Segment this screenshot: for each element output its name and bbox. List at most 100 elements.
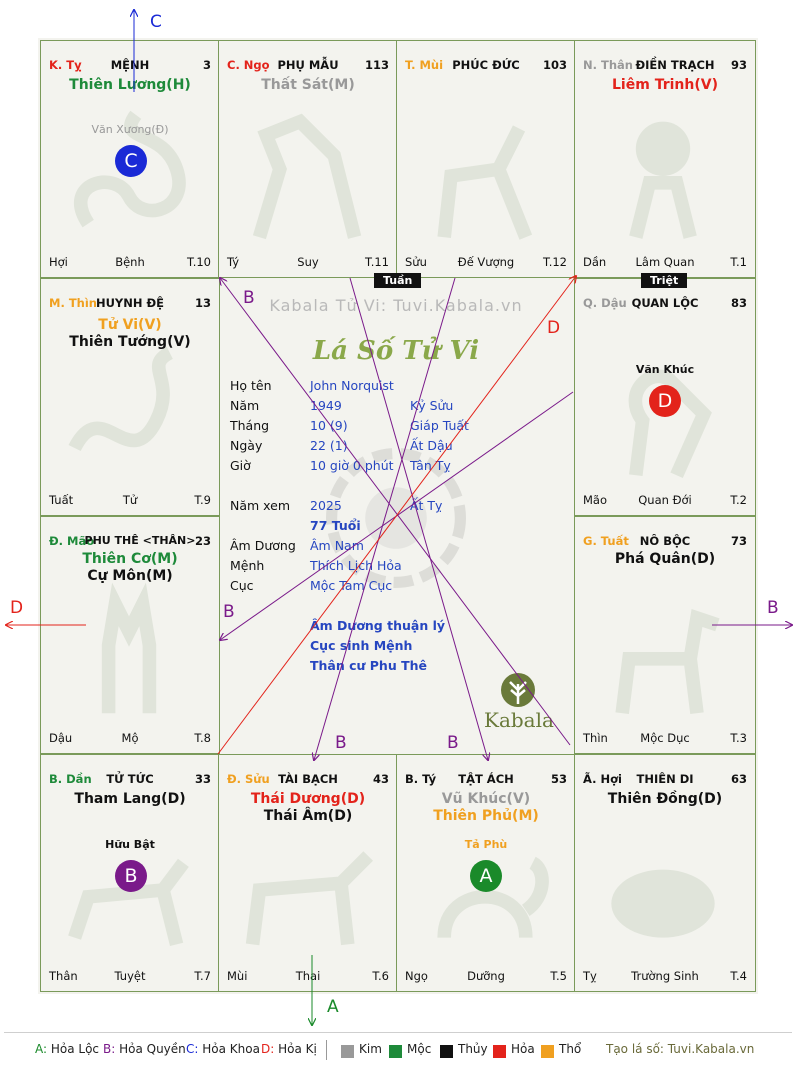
major-star: Thiên Cơ(M)	[82, 551, 178, 567]
dragon-icon	[68, 346, 174, 452]
palace-age: T.6	[372, 969, 389, 983]
info-value: 2025	[310, 498, 342, 513]
palace-menh[interactable]: K. Tỵ MỆNH 3 Thiên Lương(H) Văn Xương(Đ)…	[40, 40, 220, 278]
palace-stage: Thân	[49, 969, 78, 983]
palace-can: Đ. Sửu	[227, 772, 270, 786]
cat-icon	[101, 582, 157, 714]
palace-state: Quan Đới	[638, 493, 692, 507]
info-label: Giờ	[230, 458, 251, 473]
arrow-label-b: B	[223, 602, 235, 622]
major-star: Thiên Phủ(M)	[433, 808, 539, 824]
palace-phu-mau[interactable]: C. Ngọ PHỤ MẪU 113 Thất Sát(M) Tý Suy T.…	[218, 40, 398, 278]
legend-hoa-loc: A: Hỏa Lộc	[35, 1042, 100, 1056]
arrow-label-d: D	[10, 598, 24, 618]
info-note: Thân cư Phu Thê	[310, 658, 427, 673]
major-star: Tham Lang(D)	[74, 791, 186, 807]
palace-can: B. Tý	[405, 772, 437, 786]
palace-age: T.8	[194, 731, 211, 745]
palace-stage: Hợi	[49, 255, 68, 269]
brand-title: Lá Số Tử Vi	[312, 336, 480, 366]
palace-number: 23	[194, 534, 211, 548]
palace-can: M. Thìn	[49, 296, 97, 310]
palace-age: T.12	[543, 255, 567, 269]
legend-divider	[4, 1032, 792, 1033]
palace-age: T.3	[730, 731, 747, 745]
palace-stage: Dần	[583, 255, 607, 269]
palace-huynh-de[interactable]: M. Thìn HUYNH ĐỆ 13 Tử Vi(V) Thiên Tướng…	[40, 278, 220, 516]
palace-can: C. Ngọ	[227, 58, 270, 72]
palace-thien-di[interactable]: Ã. Hợi THIÊN DI 63 Thiên Đồng(D) Tỵ Trườ…	[574, 754, 756, 992]
palace-age: T.11	[365, 255, 389, 269]
palace-phu-the[interactable]: Đ. Mão PHU THÊ <THÂN> 23 Thiên Cơ(M) Cự …	[40, 516, 220, 754]
hoa-loc-badge: A	[470, 860, 502, 892]
palace-name: QUAN LỘC	[631, 296, 699, 310]
hoa-khoa-badge: C	[115, 145, 147, 177]
rooster-icon	[628, 369, 712, 478]
info-value: Tân Tỵ	[410, 458, 451, 473]
palace-can: T. Mùi	[405, 58, 444, 72]
palace-no-boc[interactable]: G. Tuất NÔ BỘC 73 Phá Quân(D) Thìn Mộc D…	[574, 516, 756, 754]
info-value: Ất Dậu	[410, 438, 453, 453]
info-value: Kỷ Sửu	[410, 398, 454, 413]
major-star: Thiên Lương(H)	[69, 77, 191, 93]
hoa-ki-badge: D	[649, 385, 681, 417]
palace-state: Trường Sinh	[631, 969, 699, 983]
kabala-logo-text: Kabala	[484, 708, 554, 732]
palace-tu-tuc[interactable]: B. Dần TỬ TỨC 33 Tham Lang(D) Hữu Bật B …	[40, 754, 220, 992]
palace-state: Mộc Dục	[640, 731, 690, 745]
minor-star: Hữu Bật	[105, 838, 155, 851]
major-star: Thiên Đồng(D)	[607, 791, 723, 807]
arrow-label-d: D	[547, 318, 561, 338]
palace-stage: Mão	[583, 493, 608, 507]
kim-swatch	[341, 1045, 354, 1058]
palace-name: PHỤ MẪU	[277, 58, 339, 72]
minor-star: Văn Khúc	[635, 363, 695, 376]
rat-icon	[437, 856, 549, 939]
triet-tag: Triệt	[641, 273, 688, 288]
arrow-label-b: B	[767, 598, 779, 618]
palace-state: Tử	[122, 493, 138, 507]
arrow-label-b: B	[335, 733, 347, 753]
palace-dien-trach[interactable]: N. Thân ĐIỀN TRẠCH 93 Liêm Trinh(V) Dần …	[574, 40, 756, 278]
palace-name: NÔ BỘC	[639, 534, 691, 548]
info-label: Năm	[230, 398, 260, 413]
info-label: Âm Dương	[230, 538, 296, 553]
palace-age: T.2	[730, 493, 747, 507]
site-link[interactable]: Tạo lá số: Tuvi.Kabala.vn	[606, 1042, 755, 1056]
palace-age: T.9	[194, 493, 211, 507]
info-value: Ất Tỵ	[410, 498, 443, 513]
palace-state: Lâm Quan	[635, 255, 695, 269]
palace-name: THIÊN DI	[636, 772, 694, 786]
palace-phuc-duc[interactable]: T. Mùi PHÚC ĐỨC 103 Sửu Đế Vượng T.12	[396, 40, 576, 278]
kabala-logo-icon	[501, 673, 535, 707]
dog-icon	[615, 609, 720, 715]
palace-can: Q. Dậu	[583, 296, 627, 310]
legend-tho: Thổ	[559, 1042, 582, 1056]
info-label: Cục	[230, 578, 254, 593]
palace-state: Tuyệt	[114, 969, 146, 983]
legend-separator	[326, 1040, 327, 1060]
info-value: 22 (1)	[310, 438, 348, 453]
info-value: John Norquist	[310, 378, 394, 393]
palace-stage: Tý	[227, 255, 240, 269]
palace-number: 53	[550, 772, 567, 786]
palace-can: K. Tỵ	[49, 58, 82, 72]
monkey-icon	[629, 121, 697, 239]
palace-quan-loc[interactable]: Q. Dậu QUAN LỘC 83 Văn Khúc D Mão Quan Đ…	[574, 278, 756, 516]
info-value: Thích Lịch Hỏa	[310, 558, 402, 573]
legend-hoa-khoa: C: Hỏa Khoa	[186, 1042, 260, 1056]
palace-number: 63	[730, 772, 747, 786]
tiger-icon	[68, 858, 189, 947]
palace-tai-bach[interactable]: Đ. Sửu TÀI BẠCH 43 Thái Dương(D) Thái Âm…	[218, 754, 398, 992]
palace-state: Dưỡng	[467, 969, 505, 983]
info-label: Năm xem	[230, 498, 291, 513]
palace-tat-ach[interactable]: B. Tý TẬT ÁCH 53 Vũ Khúc(V) Thiên Phủ(M)…	[396, 754, 576, 992]
palace-number: 43	[372, 772, 389, 786]
palace-number: 13	[194, 296, 211, 310]
tuan-tag: Tuần	[374, 273, 422, 288]
palace-state: Suy	[297, 255, 319, 269]
info-value: Giáp Tuất	[410, 418, 469, 433]
info-note: Cục sinh Mệnh	[310, 638, 413, 653]
info-value: 1949	[310, 398, 342, 413]
arrow-label-a: A	[327, 997, 339, 1017]
